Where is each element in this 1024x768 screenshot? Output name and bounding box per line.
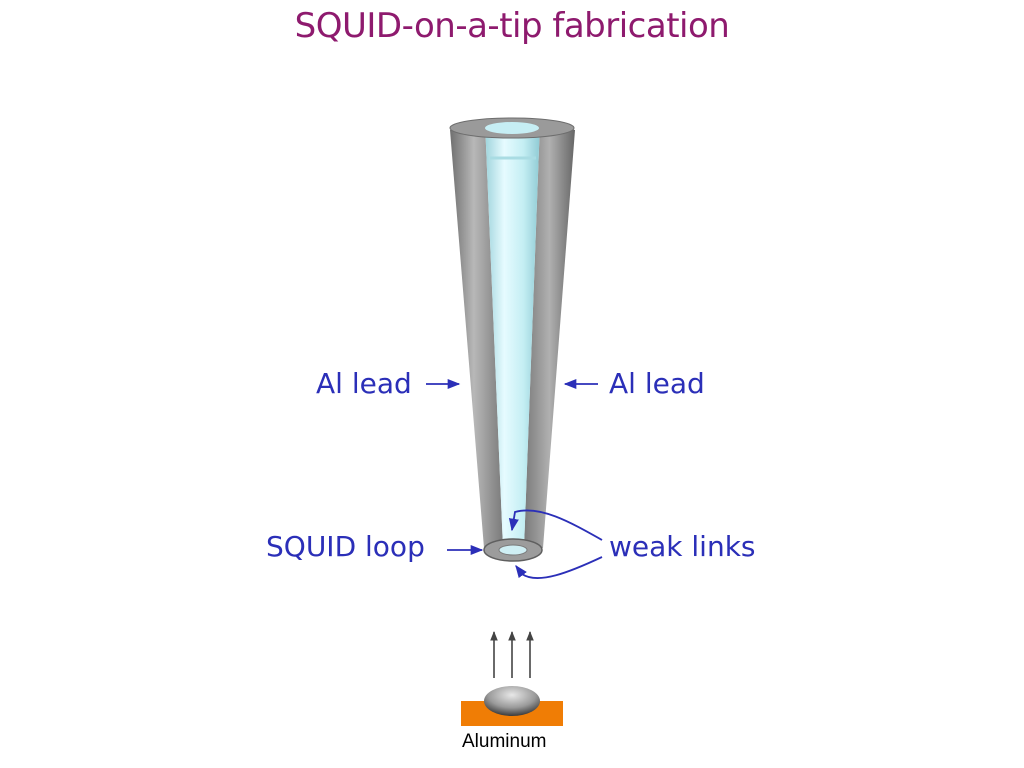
weak-link-arrow-lower (515, 556, 603, 579)
tube-top-opening (485, 122, 539, 134)
tube-glass-core (485, 122, 540, 548)
squid-loop-hole (498, 544, 528, 556)
evaporation-arrows (490, 631, 534, 678)
right-lead-label: Al lead (609, 367, 705, 400)
aluminum-pellet (484, 686, 540, 716)
left-lead-label: Al lead (316, 367, 412, 400)
tube (449, 117, 575, 562)
squid-loop-label: SQUID loop (266, 530, 425, 563)
tube-right-wall (524, 122, 575, 548)
weak-link-arrow-upper (508, 509, 603, 541)
source-label: Aluminum (462, 731, 547, 752)
tube-left-wall (450, 122, 503, 548)
page-title: SQUID-on-a-tip fabrication (294, 6, 730, 46)
weak-links-label: weak links (609, 530, 756, 563)
